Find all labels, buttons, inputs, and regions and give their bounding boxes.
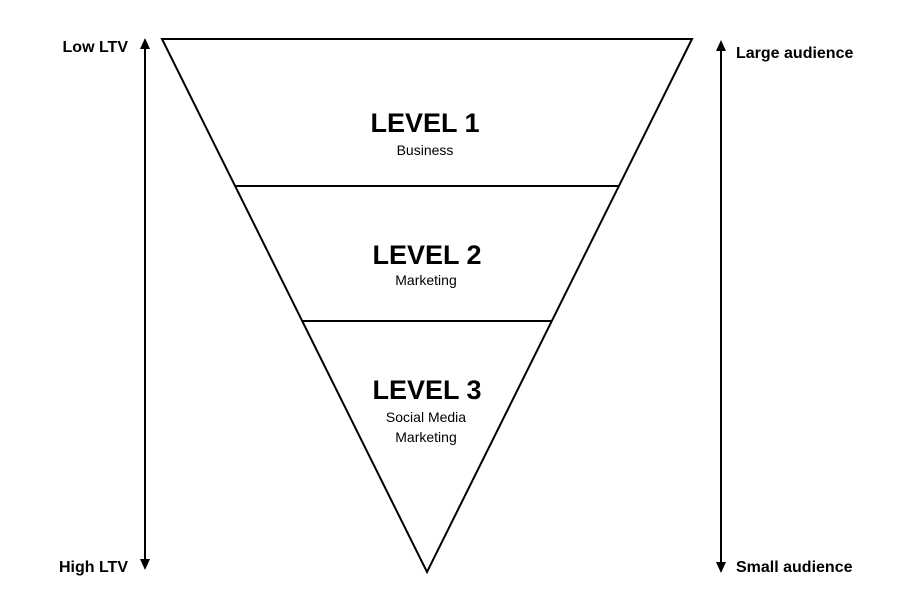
left-axis-arrow-up-icon bbox=[140, 38, 150, 49]
left-axis-bottom-label: High LTV bbox=[59, 559, 128, 576]
left-axis: Low LTV High LTV bbox=[59, 38, 150, 576]
level-3-section: LEVEL 3 Social Media Marketing bbox=[372, 375, 481, 445]
left-axis-arrow-down-icon bbox=[140, 559, 150, 570]
level-3-subtitle-line-1: Social Media bbox=[386, 409, 466, 425]
level-1-title: LEVEL 1 bbox=[370, 108, 479, 138]
right-axis: Large audience Small audience bbox=[716, 40, 853, 576]
level-1-subtitle: Business bbox=[397, 142, 454, 158]
level-2-section: LEVEL 2 Marketing bbox=[372, 240, 481, 288]
funnel-outline bbox=[160, 38, 694, 575]
level-2-title: LEVEL 2 bbox=[372, 240, 481, 270]
right-axis-arrow-up-icon bbox=[716, 40, 726, 51]
level-1-section: LEVEL 1 Business bbox=[370, 108, 479, 158]
right-axis-bottom-label: Small audience bbox=[736, 559, 853, 576]
funnel bbox=[160, 38, 694, 575]
right-axis-top-label: Large audience bbox=[736, 45, 853, 62]
left-axis-top-label: Low LTV bbox=[63, 39, 129, 56]
level-3-title: LEVEL 3 bbox=[372, 375, 481, 405]
level-2-subtitle: Marketing bbox=[395, 272, 456, 288]
level-3-subtitle-line-2: Marketing bbox=[395, 429, 456, 445]
right-axis-arrow-down-icon bbox=[716, 562, 726, 573]
